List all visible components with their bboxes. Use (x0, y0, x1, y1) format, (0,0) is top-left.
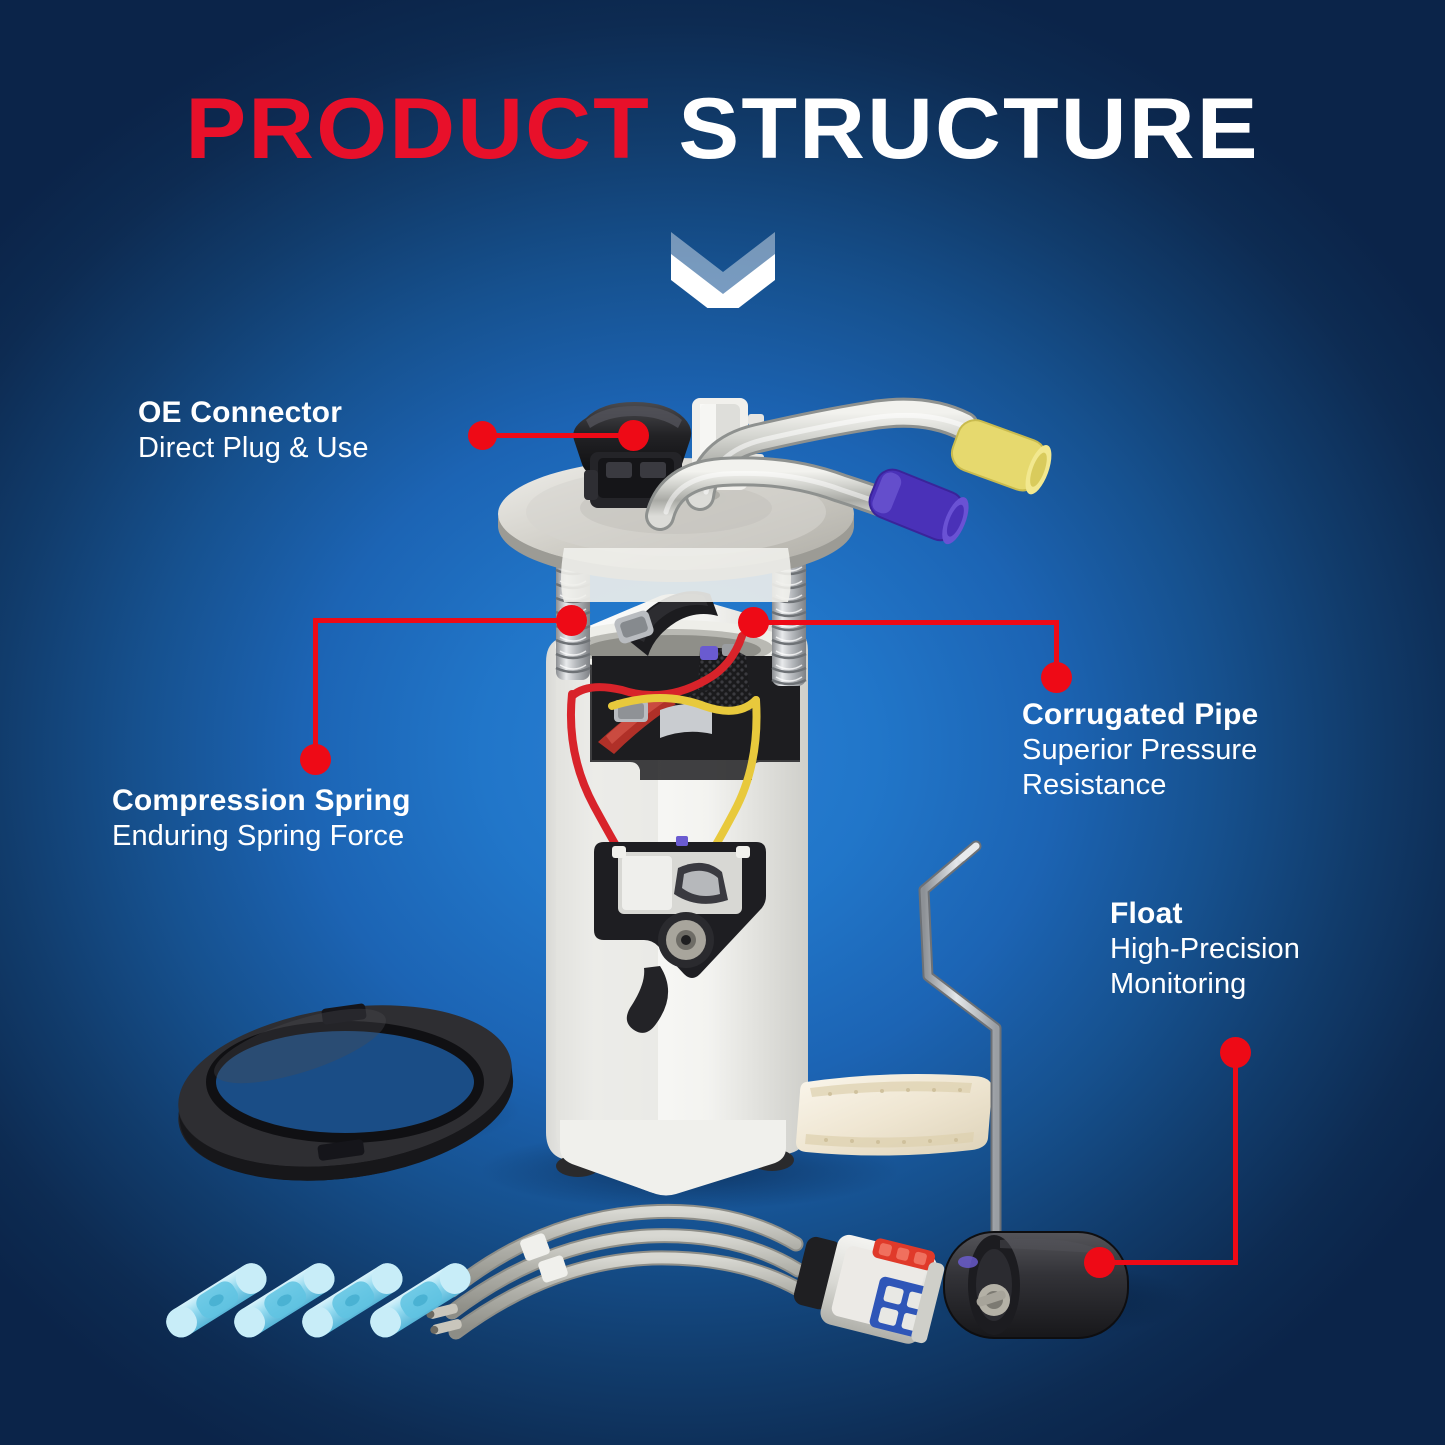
callout-dot-pipe-label (1041, 662, 1072, 693)
corrugated-pipe-sleeve (614, 591, 718, 656)
leader-line-oe-connector (480, 433, 635, 438)
callout-dot-float-target (1084, 1247, 1115, 1278)
yellow-wire (608, 694, 760, 715)
fuel-level-sender (594, 836, 766, 1033)
callout-title-float: Float (1110, 897, 1183, 930)
callout-subtitle-corrugated-pipe-line2: Resistance (1022, 768, 1167, 801)
callout-subtitle-float-line1: High-Precision (1110, 932, 1300, 965)
harness-connector-housing (793, 1234, 945, 1344)
callout-dot-pipe-target (738, 607, 769, 638)
callout-title-oe-connector: OE Connector (138, 396, 343, 429)
callout-subtitle-float-line2: Monitoring (1110, 967, 1247, 1000)
fuel-strainer-sock (796, 1074, 992, 1156)
callout-subtitle-compression-spring: Enduring Spring Force (112, 819, 405, 852)
callout-title-corrugated-pipe: Corrugated Pipe (1022, 698, 1259, 731)
callout-dot-float-label (1220, 1037, 1251, 1068)
title-word-product: PRODUCT (185, 81, 651, 177)
callout-corrugated-pipe: Corrugated Pipe Superior Pressure Resist… (1022, 698, 1258, 802)
callout-float: Float High-Precision Monitoring (1110, 897, 1300, 1001)
chevron-down-double-icon (671, 232, 775, 308)
butt-connector-group (166, 1263, 471, 1338)
callout-dot-spring-label (300, 744, 331, 775)
callout-subtitle-oe-connector: Direct Plug & Use (138, 431, 369, 464)
leader-line-float-vertical (1233, 1050, 1238, 1262)
page-title: PRODUCT STRUCTURE (0, 86, 1445, 172)
float-body (943, 1231, 1129, 1339)
rubber-lock-ring (178, 1003, 514, 1181)
callout-subtitle-corrugated-pipe-line1: Superior Pressure (1022, 733, 1258, 766)
callout-oe-connector: OE Connector Direct Plug & Use (138, 396, 369, 466)
leader-line-pipe-horizontal (757, 620, 1059, 625)
leader-line-spring-vertical (313, 618, 318, 758)
leader-line-spring-horizontal (313, 618, 575, 623)
callout-title-compression-spring: Compression Spring (112, 784, 411, 817)
wiring-harness-pigtail (422, 1203, 945, 1344)
callout-dot-oe-label (468, 421, 497, 450)
fuel-line-tube-purple-cap (645, 456, 969, 545)
float-arm (918, 840, 1002, 1248)
title-word-structure: STRUCTURE (650, 81, 1260, 177)
leader-line-pipe-vertical (1054, 620, 1059, 678)
callout-dot-oe-target (618, 420, 649, 451)
leader-line-float-horizontal (1100, 1260, 1238, 1265)
pump-internals (592, 644, 800, 760)
callout-dot-spring-target (556, 605, 587, 636)
callout-compression-spring: Compression Spring Enduring Spring Force (112, 784, 411, 854)
